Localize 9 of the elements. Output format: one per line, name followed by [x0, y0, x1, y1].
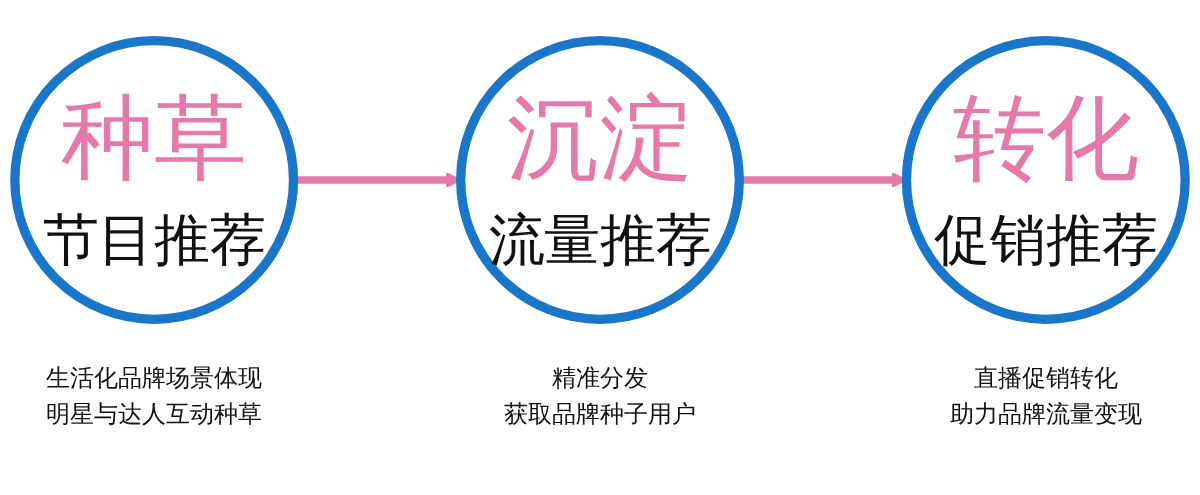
- node-circle: 沉淀 流量推荐: [456, 36, 744, 324]
- caption-text: 明星与达人互动种草: [46, 399, 263, 430]
- caption-text: 生活化品牌场景体现: [46, 363, 263, 394]
- caption-text: 直播促销转化: [973, 363, 1118, 394]
- node-circle: 转化 促销推荐: [901, 36, 1190, 324]
- caption-text: 获取品牌种子用户: [504, 399, 696, 430]
- node-circle: 种草 节目推荐: [10, 36, 299, 324]
- caption-text: 精准分发: [552, 363, 648, 394]
- caption-text: 助力品牌流量变现: [949, 399, 1142, 430]
